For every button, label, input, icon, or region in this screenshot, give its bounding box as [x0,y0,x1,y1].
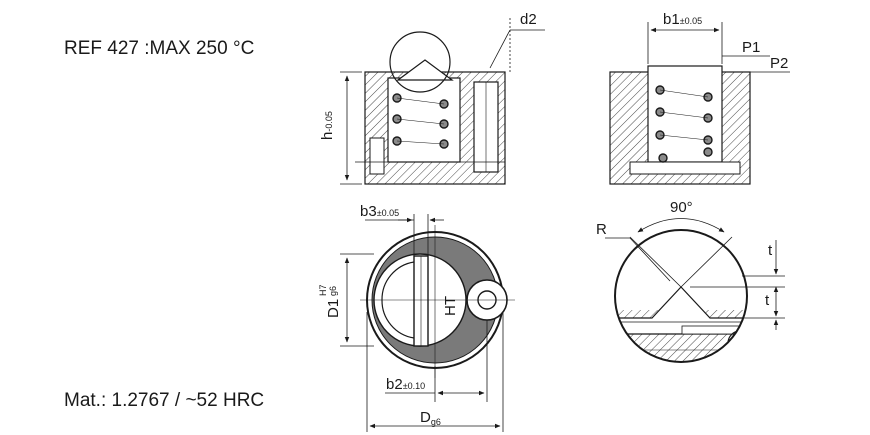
d2-label: d2 [520,11,537,28]
spring-left [392,93,449,149]
angle-label: 90° [670,199,693,216]
detail-view [605,218,785,363]
ht-label: HT [442,296,459,316]
b2-label: b2±0.10 [386,376,425,393]
section-view-left [340,18,545,185]
section-view-right [609,22,790,185]
material-note: Mat.: 1.2767 / ~52 HRC [64,390,265,411]
p2-label: P2 [770,55,788,72]
d1-tol-top: H7 [318,284,328,296]
d1-label: D1 [325,299,342,318]
p1-label: P1 [742,39,760,56]
top-view [340,214,515,432]
d1-tol-bottom: g6 [328,286,338,296]
spring-right [655,85,713,163]
r-label: R [596,221,607,238]
t-label-top: t [768,242,773,259]
d-label: Dg6 [420,409,441,427]
t-label-bottom: t [765,292,770,309]
b1-label: b1±0.05 [663,11,702,28]
ref-note: REF 427 :MAX 250 °C [64,38,255,59]
h-dimension-label: h-0.05 [319,111,336,140]
b3-label: b3±0.05 [360,203,399,220]
